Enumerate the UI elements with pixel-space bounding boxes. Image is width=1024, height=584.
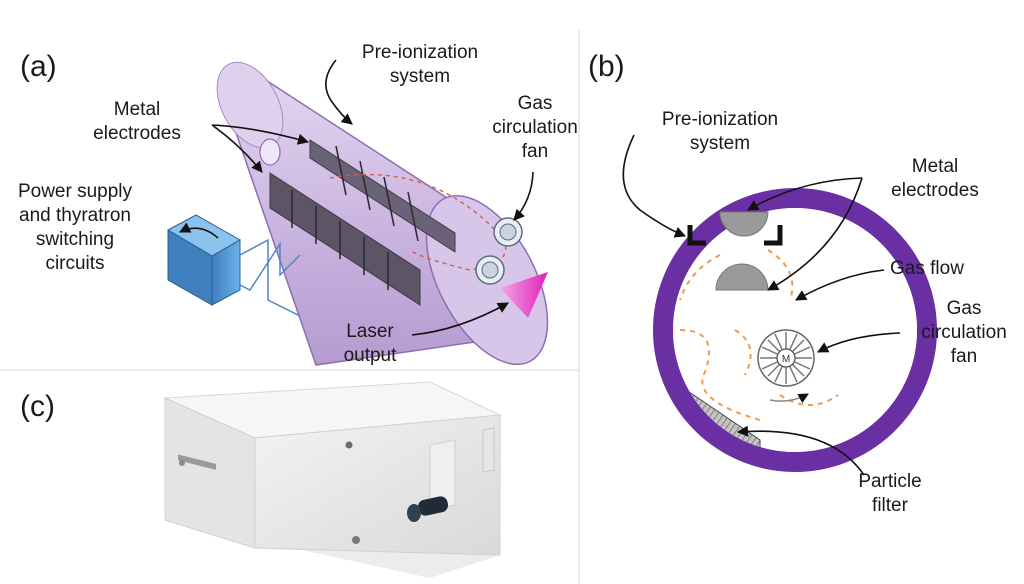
panel-a-power-supply-label: Power supply and thyratron switching cir… [17, 181, 133, 274]
panel-a-gas-circulation-fan-label: Gas circulation fan [492, 93, 578, 162]
panel-a-laser-output-label: Laser output [343, 321, 397, 366]
tube-ring [653, 188, 937, 472]
laser-unit-photo [164, 381, 502, 578]
power-supply-box [166, 214, 242, 306]
panel-c-tag: (c) [20, 390, 55, 423]
panel-b-metal-electrodes-label: Metal electrodes [891, 156, 979, 201]
panel-b-diagram: M [622, 134, 937, 476]
panel-b-gas-flow-label: Gas flow [890, 258, 964, 279]
supply-wires [239, 238, 301, 317]
tube-side-window [259, 138, 281, 166]
panel-a-callouts [178, 59, 534, 336]
gas-flow-lines [679, 249, 839, 421]
laser-aperture [417, 496, 449, 516]
panel-a-preionization-label: Pre-ionization system [361, 42, 479, 87]
preionization-bracket-right [764, 225, 783, 246]
fan-motor-label: M [782, 354, 790, 365]
panel-a-metal-electrodes-label: Metal electrodes [93, 99, 181, 144]
lower-electrode [269, 172, 421, 306]
laser-output-beam [500, 272, 548, 318]
panel-b-callouts [622, 134, 901, 476]
panel-b-particle-filter-label: Particle filter [858, 471, 922, 516]
panel-b-preionization-label: Pre-ionization system [661, 109, 779, 154]
panel-b-gas-circulation-fan-label: Gas circulation fan [921, 298, 1007, 367]
panel-b-tag: (b) [588, 50, 625, 83]
upper-electrode [309, 139, 456, 253]
panel-a-tag: (a) [20, 50, 57, 83]
preionization-pins [291, 145, 419, 290]
circulation-fan: M [757, 329, 815, 404]
upper-electrode-cross-section [719, 211, 769, 237]
preionization-bracket-left [687, 225, 706, 246]
lower-electrode-cross-section [715, 263, 769, 291]
panel-a-diagram [166, 59, 549, 366]
